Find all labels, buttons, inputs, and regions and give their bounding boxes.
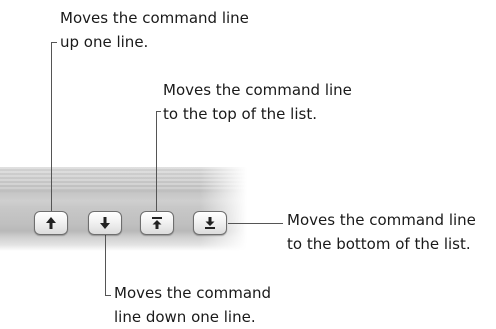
leader-line-top-tick <box>156 111 161 112</box>
move-to-bottom-button[interactable] <box>193 211 227 235</box>
callout-move-down-line1: Moves the command <box>114 284 272 302</box>
toolbar-strip <box>0 167 247 251</box>
callout-move-bottom-line1: Moves the command line <box>287 211 476 229</box>
leader-line-top <box>156 111 157 211</box>
callout-move-down-line2: line down one line. <box>114 308 256 326</box>
move-to-top-button[interactable] <box>140 211 174 235</box>
arrow-up-icon <box>46 217 56 229</box>
leader-line-down <box>105 235 106 296</box>
leader-line-bottom <box>228 223 283 224</box>
arrow-down-to-bar-icon <box>205 217 215 229</box>
move-up-button[interactable] <box>34 211 68 235</box>
leader-line-down-tick <box>105 295 111 296</box>
leader-line-up-tick <box>51 42 57 43</box>
callout-move-up-line2: up one line. <box>60 33 149 51</box>
callout-move-top-line2: to the top of the list. <box>163 105 317 123</box>
callout-move-bottom-line2: to the bottom of the list. <box>287 235 471 253</box>
move-down-button[interactable] <box>88 211 122 235</box>
leader-line-up <box>51 42 52 211</box>
callout-move-top-line1: Moves the command line <box>163 81 352 99</box>
arrow-up-to-bar-icon <box>152 217 162 229</box>
callout-move-top: Moves the command line to the top of the… <box>163 78 352 126</box>
arrow-down-icon <box>100 217 110 229</box>
callout-move-up-line1: Moves the command line <box>60 9 249 27</box>
callout-move-bottom: Moves the command line to the bottom of … <box>287 208 476 256</box>
callout-move-down: Moves the command line down one line. <box>114 281 271 329</box>
callout-move-up: Moves the command line up one line. <box>60 6 249 54</box>
